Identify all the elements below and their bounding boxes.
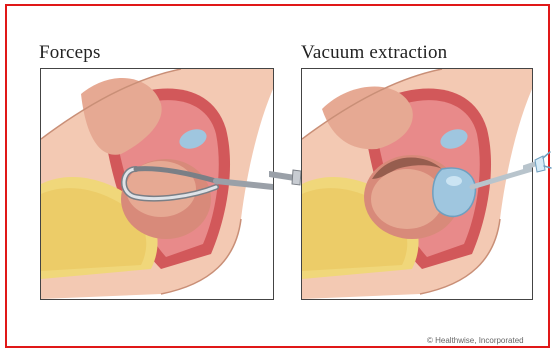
forceps-panel [40,68,274,300]
vacuum-extraction-title: Vacuum extraction [301,42,447,64]
forceps-handle-outside [269,158,305,194]
illustration-frame: Forceps Vacuum extraction [5,4,550,348]
copyright-notice: © Healthwise, Incorporated [427,336,524,345]
vacuum-extraction-panel [301,68,533,300]
vacuum-handle-outside [523,146,553,186]
baby-head-highlight [371,169,443,229]
forceps-delivery-illustration [41,69,273,299]
vacuum-extraction-illustration [302,69,532,299]
forceps-title: Forceps [39,42,101,64]
vacuum-cup-shine [446,176,462,186]
vacuum-cup-shape [433,168,476,216]
